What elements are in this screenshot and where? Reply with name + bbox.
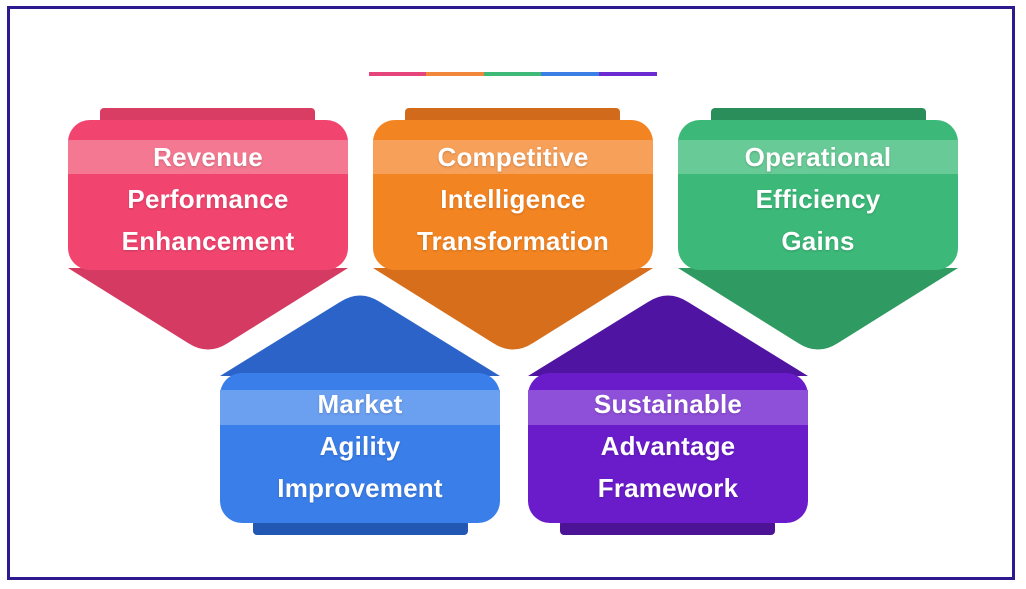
card-sustainable-tab xyxy=(560,520,775,535)
card-sustainable-line-1: Sustainable xyxy=(593,389,743,419)
card-sustainable-line-2: Advantage xyxy=(600,431,736,461)
card-market-line-1: Market xyxy=(317,389,403,419)
card-competitive-pointer xyxy=(373,268,653,350)
card-revenue-line-1: Revenue xyxy=(153,142,263,172)
card-sustainable-band xyxy=(528,390,808,425)
card-competitive-line-2: Intelligence xyxy=(440,184,586,214)
accent-bar-segment-3 xyxy=(484,72,541,76)
card-operational-shape xyxy=(678,108,958,350)
accent-bar-segment-2 xyxy=(426,72,484,76)
card-market-line-3: Improvement xyxy=(277,473,443,503)
accent-bar-segment-4 xyxy=(541,72,599,76)
card-competitive-line-3: Transformation xyxy=(416,226,610,256)
card-operational-band xyxy=(678,140,958,174)
card-revenue-shape xyxy=(68,108,348,350)
card-competitive-line-1: Competitive xyxy=(437,142,589,172)
card-operational-pointer xyxy=(678,268,958,350)
card-market-line-2: Agility xyxy=(319,431,401,461)
card-operational-line-2: Efficiency xyxy=(755,184,881,214)
card-revenue-band xyxy=(68,140,348,174)
card-sustainable-line-3: Framework xyxy=(597,473,739,503)
accent-bar-segment-5 xyxy=(599,72,657,76)
card-competitive-label: Competitive Intelligence Transformation xyxy=(373,136,653,262)
card-revenue-line-3: Enhancement xyxy=(121,226,295,256)
card-market-band xyxy=(220,390,500,425)
card-revenue-label: Revenue Performance Enhancement xyxy=(68,136,348,262)
card-sustainable-pointer xyxy=(528,295,808,376)
card-operational-line-1: Operational xyxy=(744,142,892,172)
card-revenue-line-2: Performance xyxy=(127,184,289,214)
card-sustainable-label: Sustainable Advantage Framework xyxy=(528,383,808,509)
card-revenue-pointer xyxy=(68,268,348,350)
card-market-pointer xyxy=(220,295,500,376)
card-competitive-shape xyxy=(373,108,653,350)
card-operational-line-3: Gains xyxy=(781,226,855,256)
card-market-label: Market Agility Improvement xyxy=(220,383,500,509)
card-sustainable-shape xyxy=(528,295,808,535)
card-market-shape xyxy=(220,295,500,535)
card-market-tab xyxy=(253,520,468,535)
card-operational-label: Operational Efficiency Gains xyxy=(678,136,958,262)
accent-bar-segment-1 xyxy=(369,72,426,76)
card-competitive-band xyxy=(373,140,653,174)
